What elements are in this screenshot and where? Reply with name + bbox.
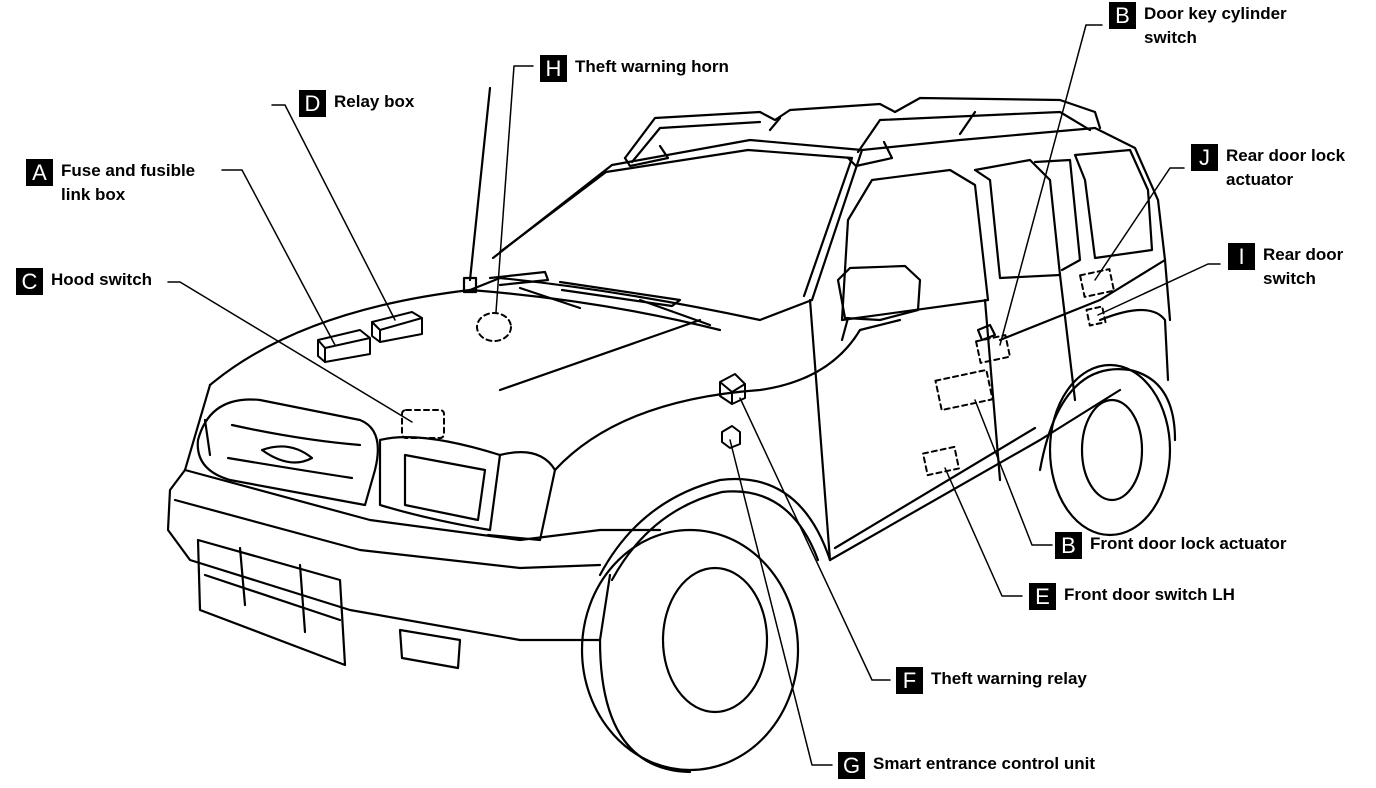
callout-fuse-and-fusible-link-box: A Fuse and fusible link box: [26, 159, 195, 207]
callout-theft-warning-relay: F Theft warning relay: [896, 667, 1087, 694]
callout-label: Front door lock actuator: [1090, 534, 1287, 553]
callout-theft-warning-horn: H Theft warning horn: [540, 55, 729, 82]
callout-letter-badge: H: [540, 55, 567, 82]
callout-letter-badge: B: [1055, 532, 1082, 559]
callout-label: Fuse and fusible link box: [61, 161, 196, 204]
callout-letter-badge: D: [299, 90, 326, 117]
leader-lines: [167, 24, 1221, 766]
callout-rear-door-switch: I Rear door switch: [1228, 243, 1343, 291]
callout-letter-badge: I: [1228, 243, 1255, 270]
callout-label: Rear door switch: [1263, 245, 1344, 288]
callout-smart-entrance-control-unit: G Smart entrance control unit: [838, 752, 1095, 779]
callout-letter-badge: A: [26, 159, 53, 186]
callout-hood-switch: C Hood switch: [16, 268, 152, 295]
hidden-component-outlines: [401, 268, 1115, 477]
callout-rear-door-lock-actuator: J Rear door lock actuator: [1191, 144, 1345, 192]
callout-front-door-lock-actuator: B Front door lock actuator: [1055, 532, 1286, 559]
callout-label: Smart entrance control unit: [873, 754, 1095, 773]
callout-label: Theft warning relay: [931, 669, 1087, 688]
relay-box-components: [317, 311, 423, 363]
callout-letter-badge: J: [1191, 144, 1218, 171]
callout-letter-badge: E: [1029, 583, 1056, 610]
callout-letter-badge: G: [838, 752, 865, 779]
vehicle-body-outline: [166, 86, 1177, 774]
callout-label: Door key cylinder switch: [1144, 4, 1287, 47]
callout-label: Rear door lock actuator: [1226, 146, 1346, 189]
callout-letter-badge: F: [896, 667, 923, 694]
callout-letter-badge: B: [1109, 2, 1136, 29]
callout-label: Relay box: [334, 92, 415, 111]
callout-door-key-cylinder-switch: B Door key cylinder switch: [1109, 2, 1287, 50]
callout-label: Hood switch: [51, 270, 153, 289]
callout-relay-box: D Relay box: [299, 90, 414, 117]
callout-letter-badge: C: [16, 268, 43, 295]
callout-label: Front door switch LH: [1064, 585, 1235, 604]
callout-front-door-switch-lh: E Front door switch LH: [1029, 583, 1235, 610]
relay-components-fender: [719, 373, 746, 449]
callout-label: Theft warning horn: [575, 57, 729, 76]
